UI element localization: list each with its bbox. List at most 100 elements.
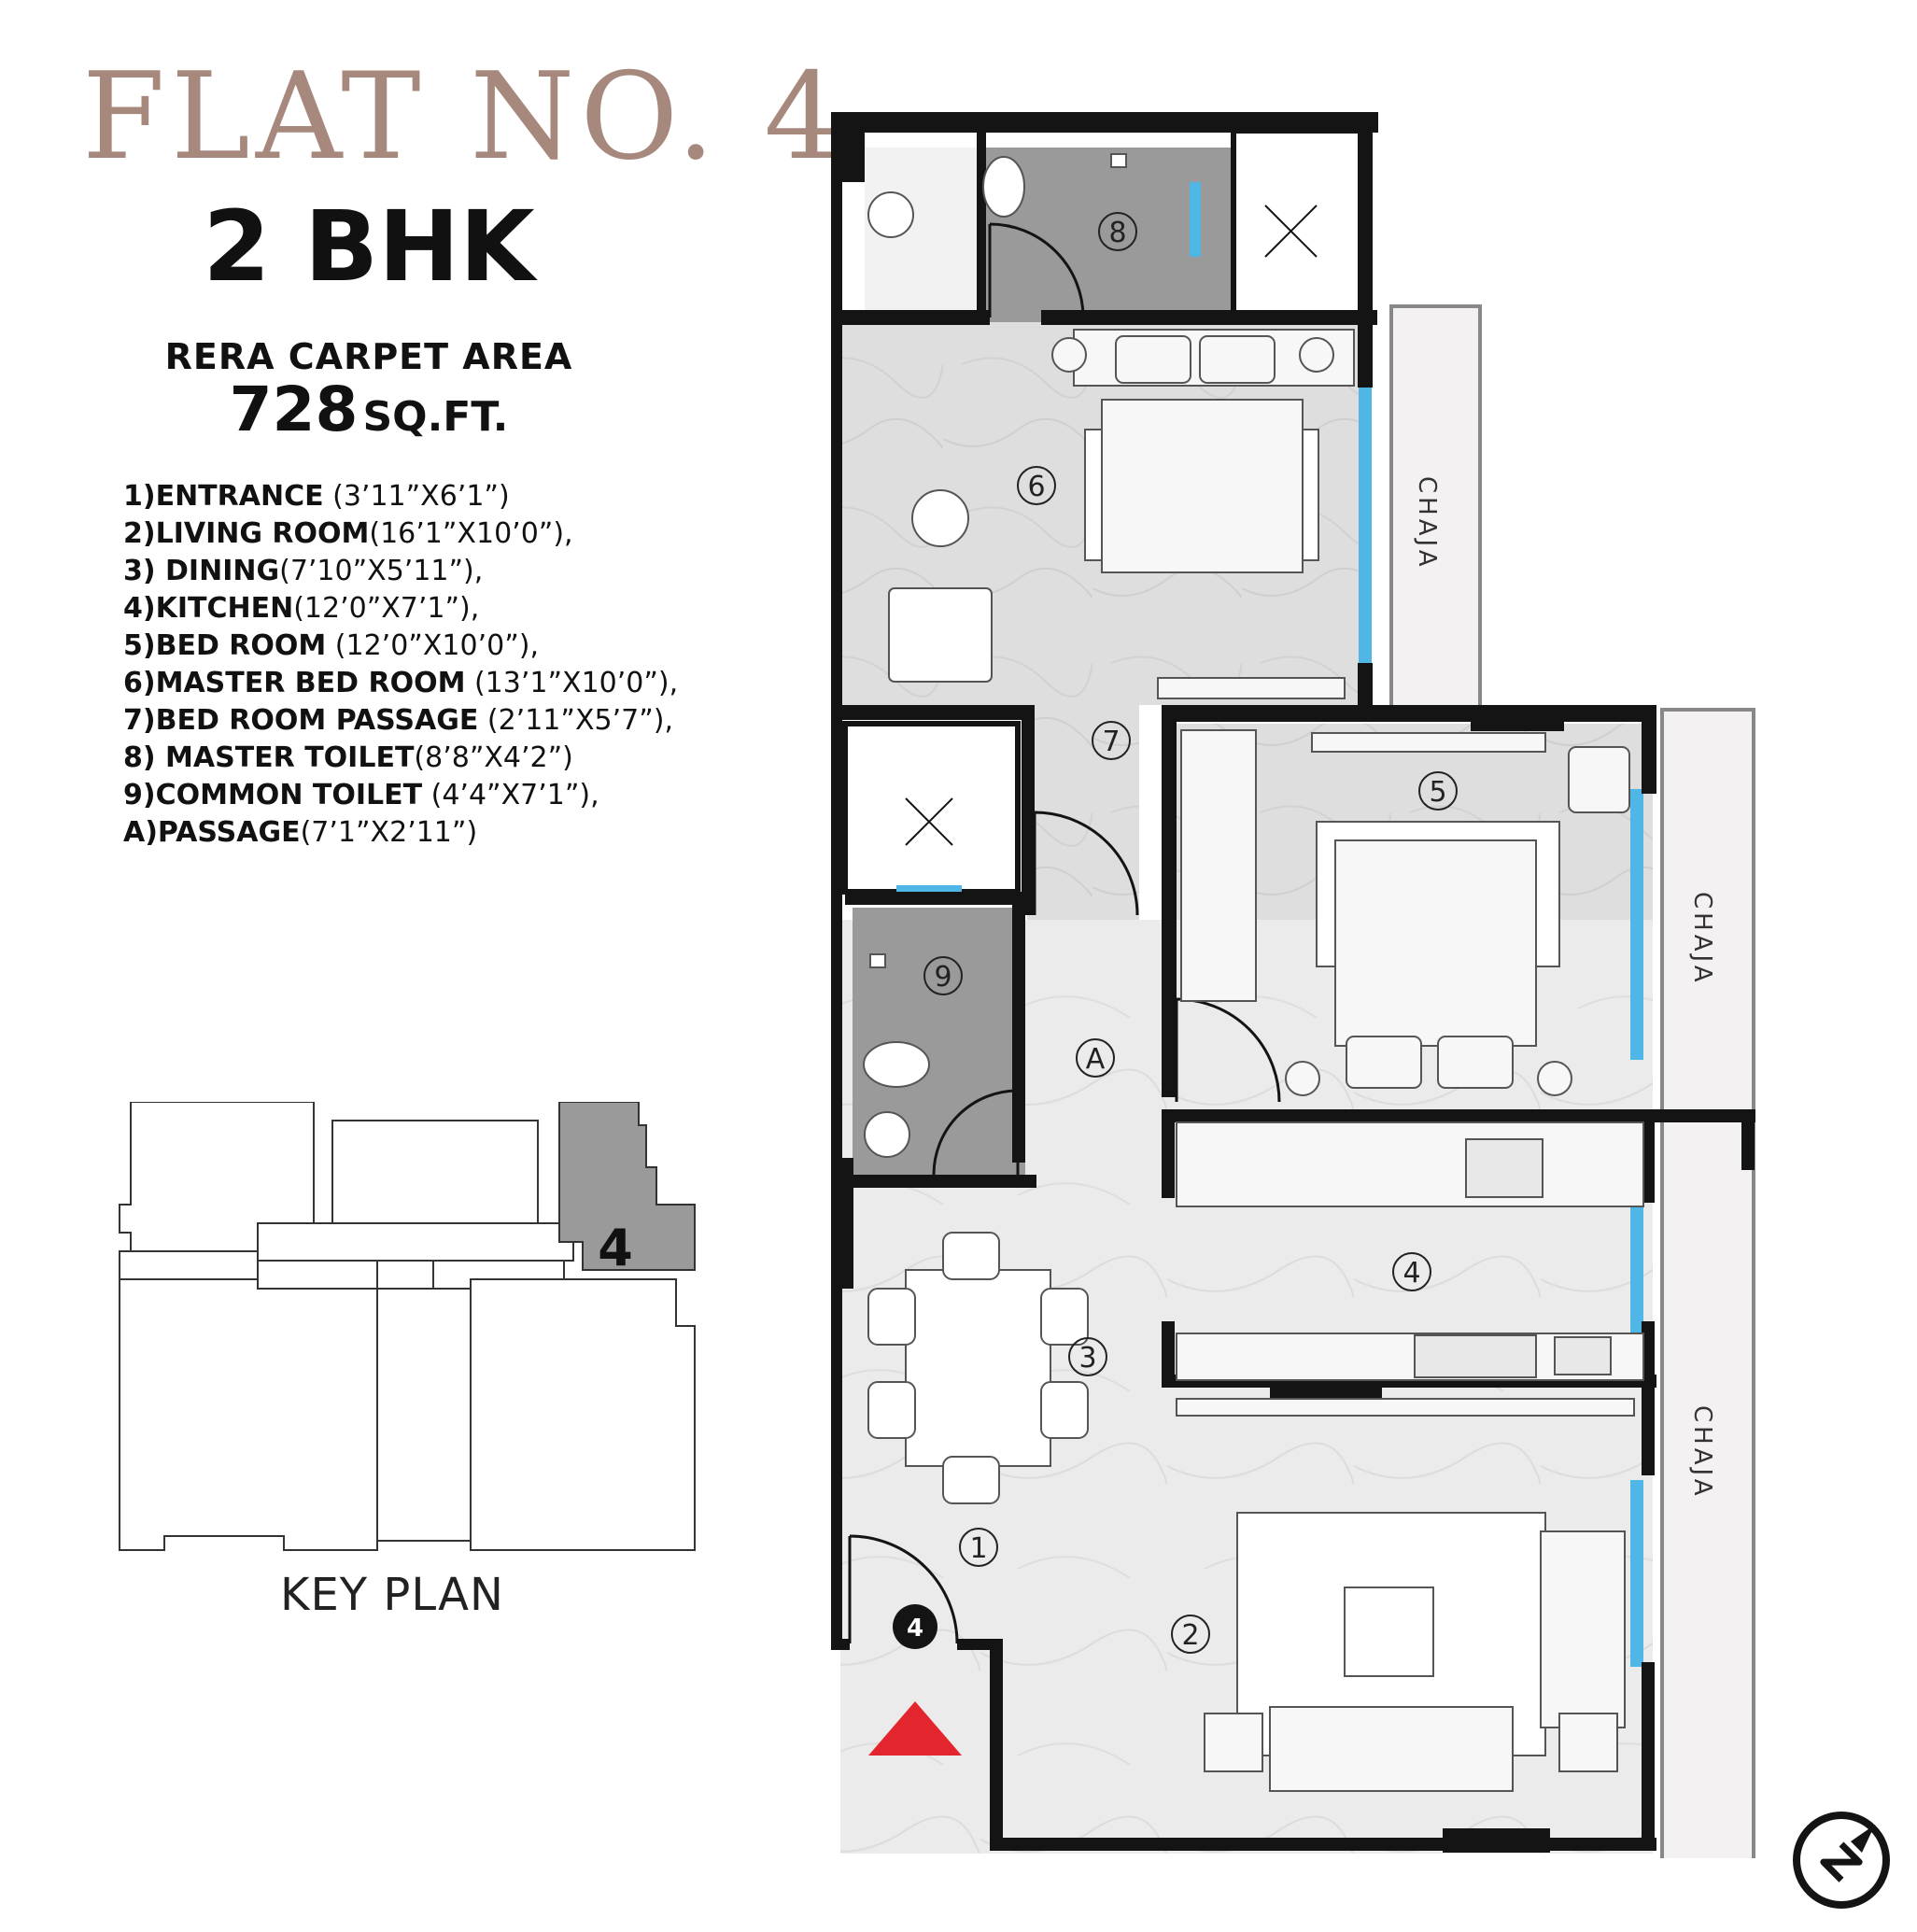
- room-name: 1)ENTRANCE: [123, 480, 324, 513]
- room-marker-label: 8: [1108, 217, 1126, 249]
- wardrobe: [1157, 677, 1346, 699]
- door-swing: [988, 222, 1085, 318]
- nightstand-lamp: [1299, 337, 1334, 373]
- wall: [1642, 1321, 1655, 1475]
- door-swing: [848, 1534, 959, 1644]
- chaja-label: CHAJA: [1688, 892, 1716, 986]
- room-item: 4)KITCHEN(12’0”X7’1”),: [123, 590, 678, 628]
- room-marker-label: 1: [969, 1532, 987, 1565]
- compass-north-icon: [1793, 1812, 1890, 1909]
- duct: [842, 721, 1021, 895]
- coffee-table: [1344, 1586, 1434, 1677]
- keyplan-label: KEY PLAN: [280, 1569, 504, 1621]
- room-name: 4)KITCHEN: [123, 592, 294, 625]
- side-table: [1204, 1713, 1263, 1772]
- dining-chair: [942, 1456, 1000, 1504]
- nightstand-lamp: [1537, 1061, 1572, 1096]
- wall: [1471, 705, 1564, 731]
- tap: [869, 953, 886, 968]
- nightstand-lamp: [1051, 337, 1087, 373]
- wc: [982, 156, 1025, 218]
- room-marker: [1098, 212, 1137, 251]
- room-item: 7)BED ROOM PASSAGE (2’11”X5’7”),: [123, 702, 678, 740]
- wall: [1642, 705, 1656, 794]
- room-dims: (2’11”X5’7”),: [478, 704, 673, 737]
- duct: [1231, 128, 1372, 320]
- chaja-balcony: [1660, 708, 1755, 1858]
- room-marker-label: A: [1086, 1043, 1106, 1076]
- keyplan-core: [376, 1288, 472, 1542]
- room-dims: (7’1”X2’11”): [300, 816, 478, 849]
- room-dims: (12’0”X7’1”),: [293, 592, 480, 625]
- room-marker-label: 9: [934, 961, 951, 994]
- room-name: 2)LIVING ROOM: [123, 517, 370, 550]
- room-marker-label: 6: [1027, 471, 1045, 503]
- area-label: RERA CARPET AREA: [164, 336, 573, 377]
- room-marker-label: 5: [1429, 776, 1446, 809]
- room-marker: [1418, 771, 1458, 811]
- room-name: A)PASSAGE: [123, 816, 301, 849]
- room-name: 3) DINING: [123, 555, 280, 587]
- window: [1630, 789, 1643, 1060]
- wall: [1162, 705, 1656, 722]
- window: [1359, 383, 1372, 668]
- tap: [1110, 153, 1127, 168]
- wall: [1162, 1109, 1755, 1122]
- wall: [831, 1639, 850, 1650]
- wash-basin: [864, 1111, 910, 1158]
- window: [1630, 1480, 1643, 1667]
- dining-chair: [867, 1381, 916, 1439]
- wall: [1443, 1828, 1550, 1853]
- configuration-title: 2 BHK: [203, 190, 535, 303]
- room-dims: (12’0”X10’0”),: [326, 629, 539, 662]
- room-item: 3) DINING(7’10”X5’11”),: [123, 553, 678, 590]
- wall: [1012, 892, 1025, 1163]
- room-dims: (4’4”X7’1”),: [422, 779, 599, 811]
- duct-cross: [1264, 204, 1318, 258]
- room-name: 6)MASTER BED ROOM: [123, 667, 466, 699]
- wall: [1162, 1321, 1175, 1387]
- keyplan-corridor: [257, 1222, 574, 1262]
- window: [1630, 1200, 1643, 1335]
- duct-cross: [905, 797, 953, 846]
- door-swing: [1033, 811, 1139, 916]
- room-item: 6)MASTER BED ROOM (13’1”X10’0”),: [123, 665, 678, 702]
- side-table: [1558, 1713, 1618, 1772]
- flat-title: FLAT NO. 4: [82, 48, 846, 187]
- dining-table: [905, 1269, 1051, 1467]
- wall: [831, 705, 1032, 720]
- wall: [831, 310, 990, 325]
- room-marker: [1076, 1038, 1115, 1078]
- wash-basin: [867, 191, 914, 238]
- room-item: A)PASSAGE(7’1”X2’11”): [123, 814, 678, 852]
- wall: [845, 892, 1022, 905]
- dining-chair: [1040, 1288, 1089, 1346]
- room-marker-label: 7: [1102, 726, 1120, 758]
- wall: [1162, 1109, 1175, 1198]
- wall: [990, 1838, 1656, 1851]
- room-marker: [1068, 1337, 1107, 1376]
- room-marker-label: 3: [1078, 1342, 1096, 1375]
- room-marker: [1017, 466, 1056, 505]
- dining-chair: [942, 1232, 1000, 1280]
- room-marker: [959, 1528, 998, 1567]
- keyplan-block: [119, 1278, 378, 1551]
- wall: [1162, 705, 1177, 1097]
- pillow: [1115, 335, 1191, 384]
- wall: [990, 1648, 1003, 1849]
- room-marker: [1092, 721, 1131, 760]
- sofa: [1540, 1530, 1626, 1728]
- room-marker-label: 4: [1403, 1257, 1420, 1290]
- area-line: 728 SQ.FT.: [0, 374, 738, 445]
- area-unit: SQ.FT.: [362, 393, 509, 441]
- wall: [1642, 1662, 1655, 1849]
- study-chair: [1568, 746, 1630, 813]
- hob-icon: [1465, 1138, 1543, 1198]
- wall: [831, 1158, 853, 1289]
- kitchen-counter: [1176, 1121, 1644, 1207]
- pillow: [1199, 335, 1276, 384]
- wall: [1741, 1109, 1755, 1170]
- wardrobe: [1180, 729, 1257, 1002]
- entrance-badge: [893, 1604, 937, 1649]
- room-marker-label: 2: [1181, 1619, 1199, 1652]
